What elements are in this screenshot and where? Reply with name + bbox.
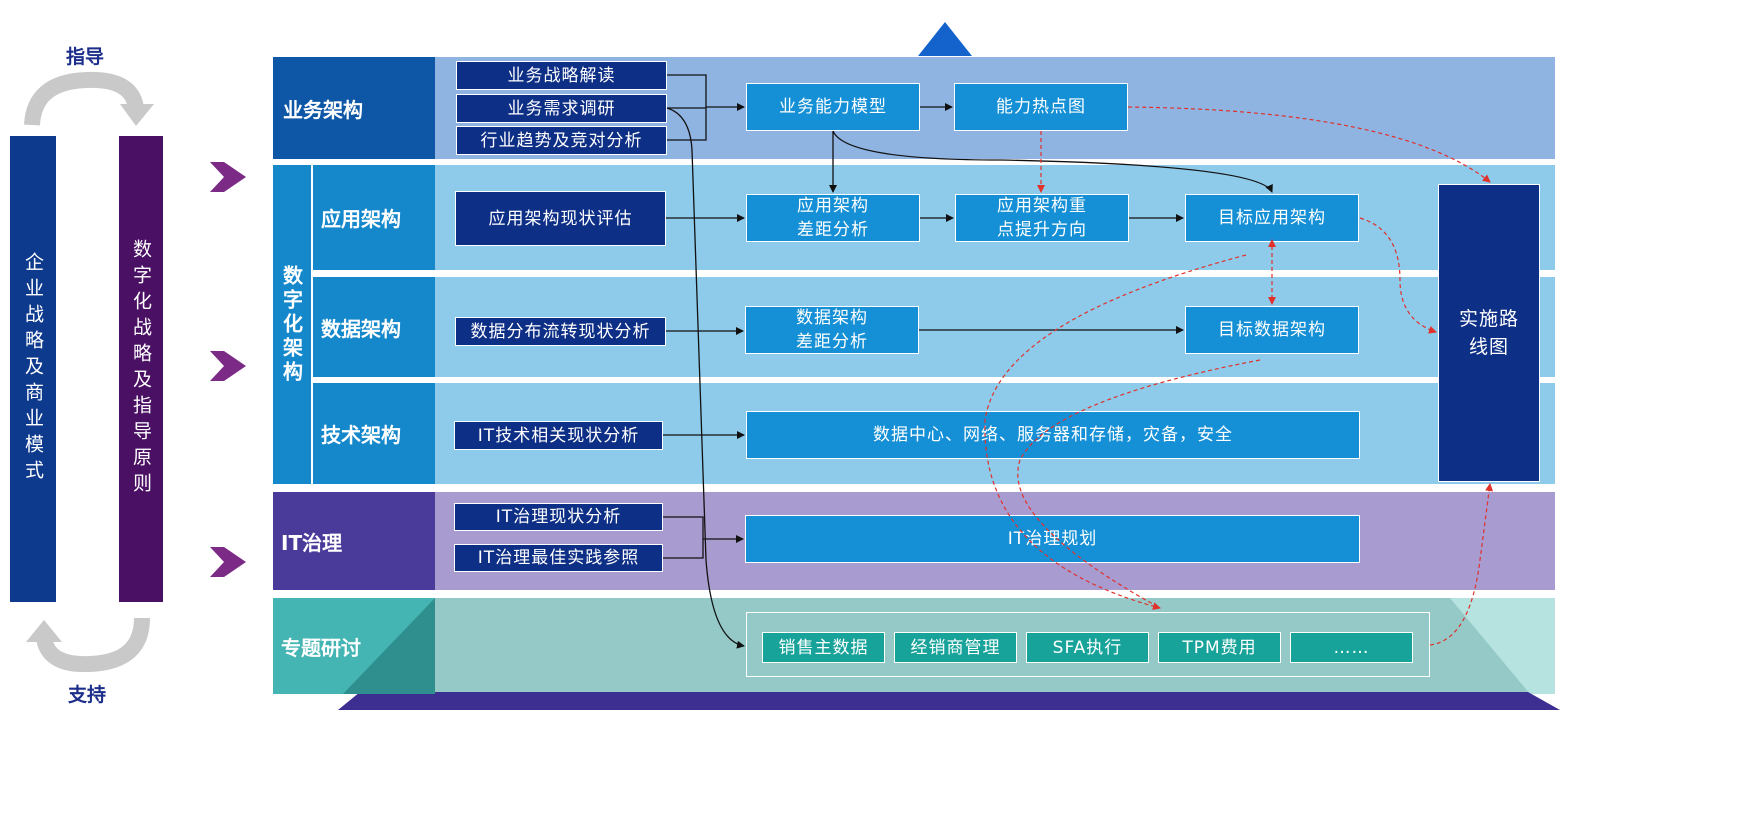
application-architecture-text: 应用架构 [321, 207, 401, 231]
data-flow-current-box[interactable]: 数据分布流转现状分析 [455, 317, 666, 346]
data-gap-analysis-box[interactable]: 数据架构 差距分析 [745, 306, 919, 354]
app-focus-direction-box[interactable]: 应用架构重 点提升方向 [955, 194, 1129, 242]
digital-architecture-text: 数字化架构 [279, 264, 304, 385]
digital-strategy-bar: 数字化战略及指导原则 [119, 136, 163, 602]
capability-model-box[interactable]: 业务能力模型 [746, 83, 920, 131]
curved-arrow-icon-top [24, 71, 154, 126]
enterprise-strategy-text: 企业战略及商业模式 [22, 252, 44, 486]
chevron-right-icon-2 [210, 351, 246, 381]
industry-trend-box[interactable]: 行业趋势及竞对分析 [456, 126, 667, 155]
implementation-roadmap-box[interactable]: 实施路 线图 [1438, 184, 1540, 482]
itg-current-box[interactable]: IT治理现状分析 [454, 503, 663, 531]
business-needs-box[interactable]: 业务需求调研 [456, 94, 667, 123]
it-governance-text: IT治理 [281, 530, 343, 555]
support-label: 支持 [68, 684, 107, 706]
special-topics-label: 专题研讨 [273, 598, 435, 694]
technology-architecture-label: 技术架构 [313, 383, 435, 484]
itg-planning-box[interactable]: IT治理规划 [745, 515, 1360, 563]
technology-architecture-text: 技术架构 [321, 423, 401, 447]
data-architecture-text: 数据架构 [321, 316, 401, 341]
tech-current-box[interactable]: IT技术相关现状分析 [454, 421, 663, 450]
tech-infrastructure-box[interactable]: 数据中心、网络、服务器和存储，灾备，安全 [746, 411, 1360, 459]
topics-container [746, 612, 1430, 677]
topic-distributor-management[interactable]: 经销商管理 [894, 632, 1017, 663]
guide-label: 指导 [66, 46, 105, 68]
topics-label-shade [343, 598, 435, 694]
capability-hotspot-box[interactable]: 能力热点图 [954, 83, 1128, 131]
target-data-architecture-box[interactable]: 目标数据架构 [1185, 306, 1359, 354]
chevron-right-icon-1 [210, 162, 246, 192]
business-strategy-box[interactable]: 业务战略解读 [456, 61, 667, 90]
application-architecture-label: 应用架构 [313, 165, 435, 270]
pyramid-top-triangle [918, 22, 972, 56]
special-topics-text: 专题研讨 [281, 635, 361, 660]
itg-best-practice-box[interactable]: IT治理最佳实践参照 [454, 544, 663, 572]
data-architecture-label: 数据架构 [313, 277, 435, 377]
topic-tpm-cost[interactable]: TPM费用 [1158, 632, 1281, 663]
it-governance-label: IT治理 [273, 492, 435, 590]
app-current-assessment-box[interactable]: 应用架构现状评估 [455, 191, 666, 246]
business-architecture-label: 业务架构 [273, 57, 435, 159]
digital-strategy-text: 数字化战略及指导原则 [130, 239, 152, 499]
topics-band-right-tint [1450, 598, 1555, 694]
topic-more[interactable]: …… [1290, 632, 1413, 663]
target-app-architecture-box[interactable]: 目标应用架构 [1185, 194, 1359, 242]
curved-arrow-icon-bottom [26, 617, 150, 672]
pyramid-base [338, 692, 1560, 710]
digital-architecture-vertical-label: 数字化架构 [273, 165, 311, 484]
topic-sfa-execution[interactable]: SFA执行 [1026, 632, 1149, 663]
business-architecture-text: 业务架构 [283, 97, 363, 122]
topic-sales-master-data[interactable]: 销售主数据 [762, 632, 885, 663]
enterprise-strategy-bar: 企业战略及商业模式 [10, 136, 56, 602]
app-gap-analysis-box[interactable]: 应用架构 差距分析 [746, 194, 920, 242]
chevron-right-icon-3 [210, 547, 246, 577]
